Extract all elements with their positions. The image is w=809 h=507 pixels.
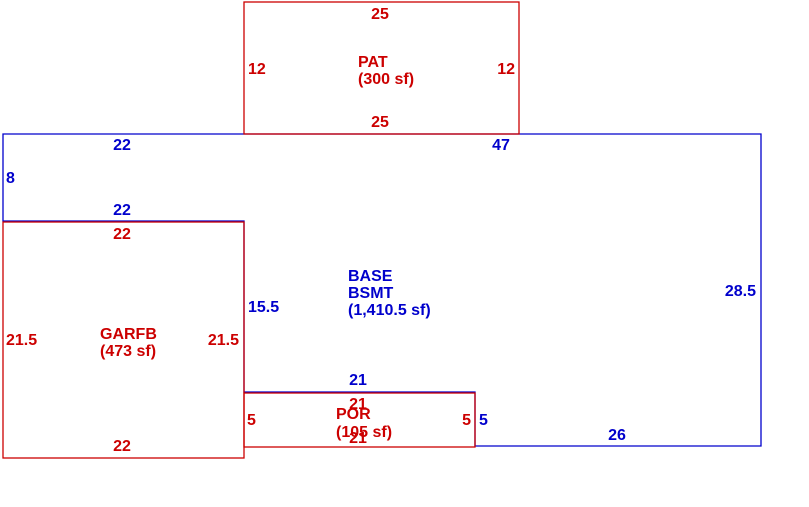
patio-dim-right: 12 [497, 61, 515, 78]
garage-area: (473 sf) [100, 343, 156, 360]
patio-name: PAT [358, 54, 388, 71]
porch-dim-bottom: 21 [349, 430, 367, 447]
porch-outline [243, 392, 476, 448]
base-area: (1,410.5 sf) [348, 302, 431, 319]
patio-dim-bottom: 25 [371, 114, 389, 131]
base-dim-porch-right: 5 [479, 412, 488, 429]
patio-area: (300 sf) [358, 71, 414, 88]
patio-dim-top: 25 [371, 6, 389, 23]
porch-name: POR [336, 406, 371, 423]
patio-outline [243, 1, 520, 135]
base-dim-top-left: 22 [113, 137, 131, 154]
base-name-line1: BASE [348, 268, 393, 285]
base-dim-bottom: 26 [608, 427, 626, 444]
patio-dim-left: 12 [248, 61, 266, 78]
base-dim-step-top: 22 [113, 202, 131, 219]
porch-dim-right: 5 [462, 412, 471, 429]
base-outline [2, 133, 762, 447]
base-name-line2: BSMT [348, 285, 394, 302]
porch-dim-left: 5 [247, 412, 256, 429]
base-dim-inner-left: 15.5 [248, 299, 279, 316]
base-dim-porch-top: 21 [349, 372, 367, 389]
base-dim-right: 28.5 [725, 283, 756, 300]
base-dim-left-step: 8 [6, 170, 15, 187]
porch-area: (105 sf) [336, 424, 392, 441]
garage-dim-bottom: 22 [113, 438, 131, 455]
garage-dim-right: 21.5 [208, 332, 239, 349]
garage-dim-left: 21.5 [6, 332, 37, 349]
garage-outline [2, 221, 245, 459]
garage-dim-top: 22 [113, 226, 131, 243]
base-dim-top-right: 47 [492, 137, 510, 154]
porch-dim-top: 21 [349, 396, 367, 413]
garage-name: GARFB [100, 326, 157, 343]
